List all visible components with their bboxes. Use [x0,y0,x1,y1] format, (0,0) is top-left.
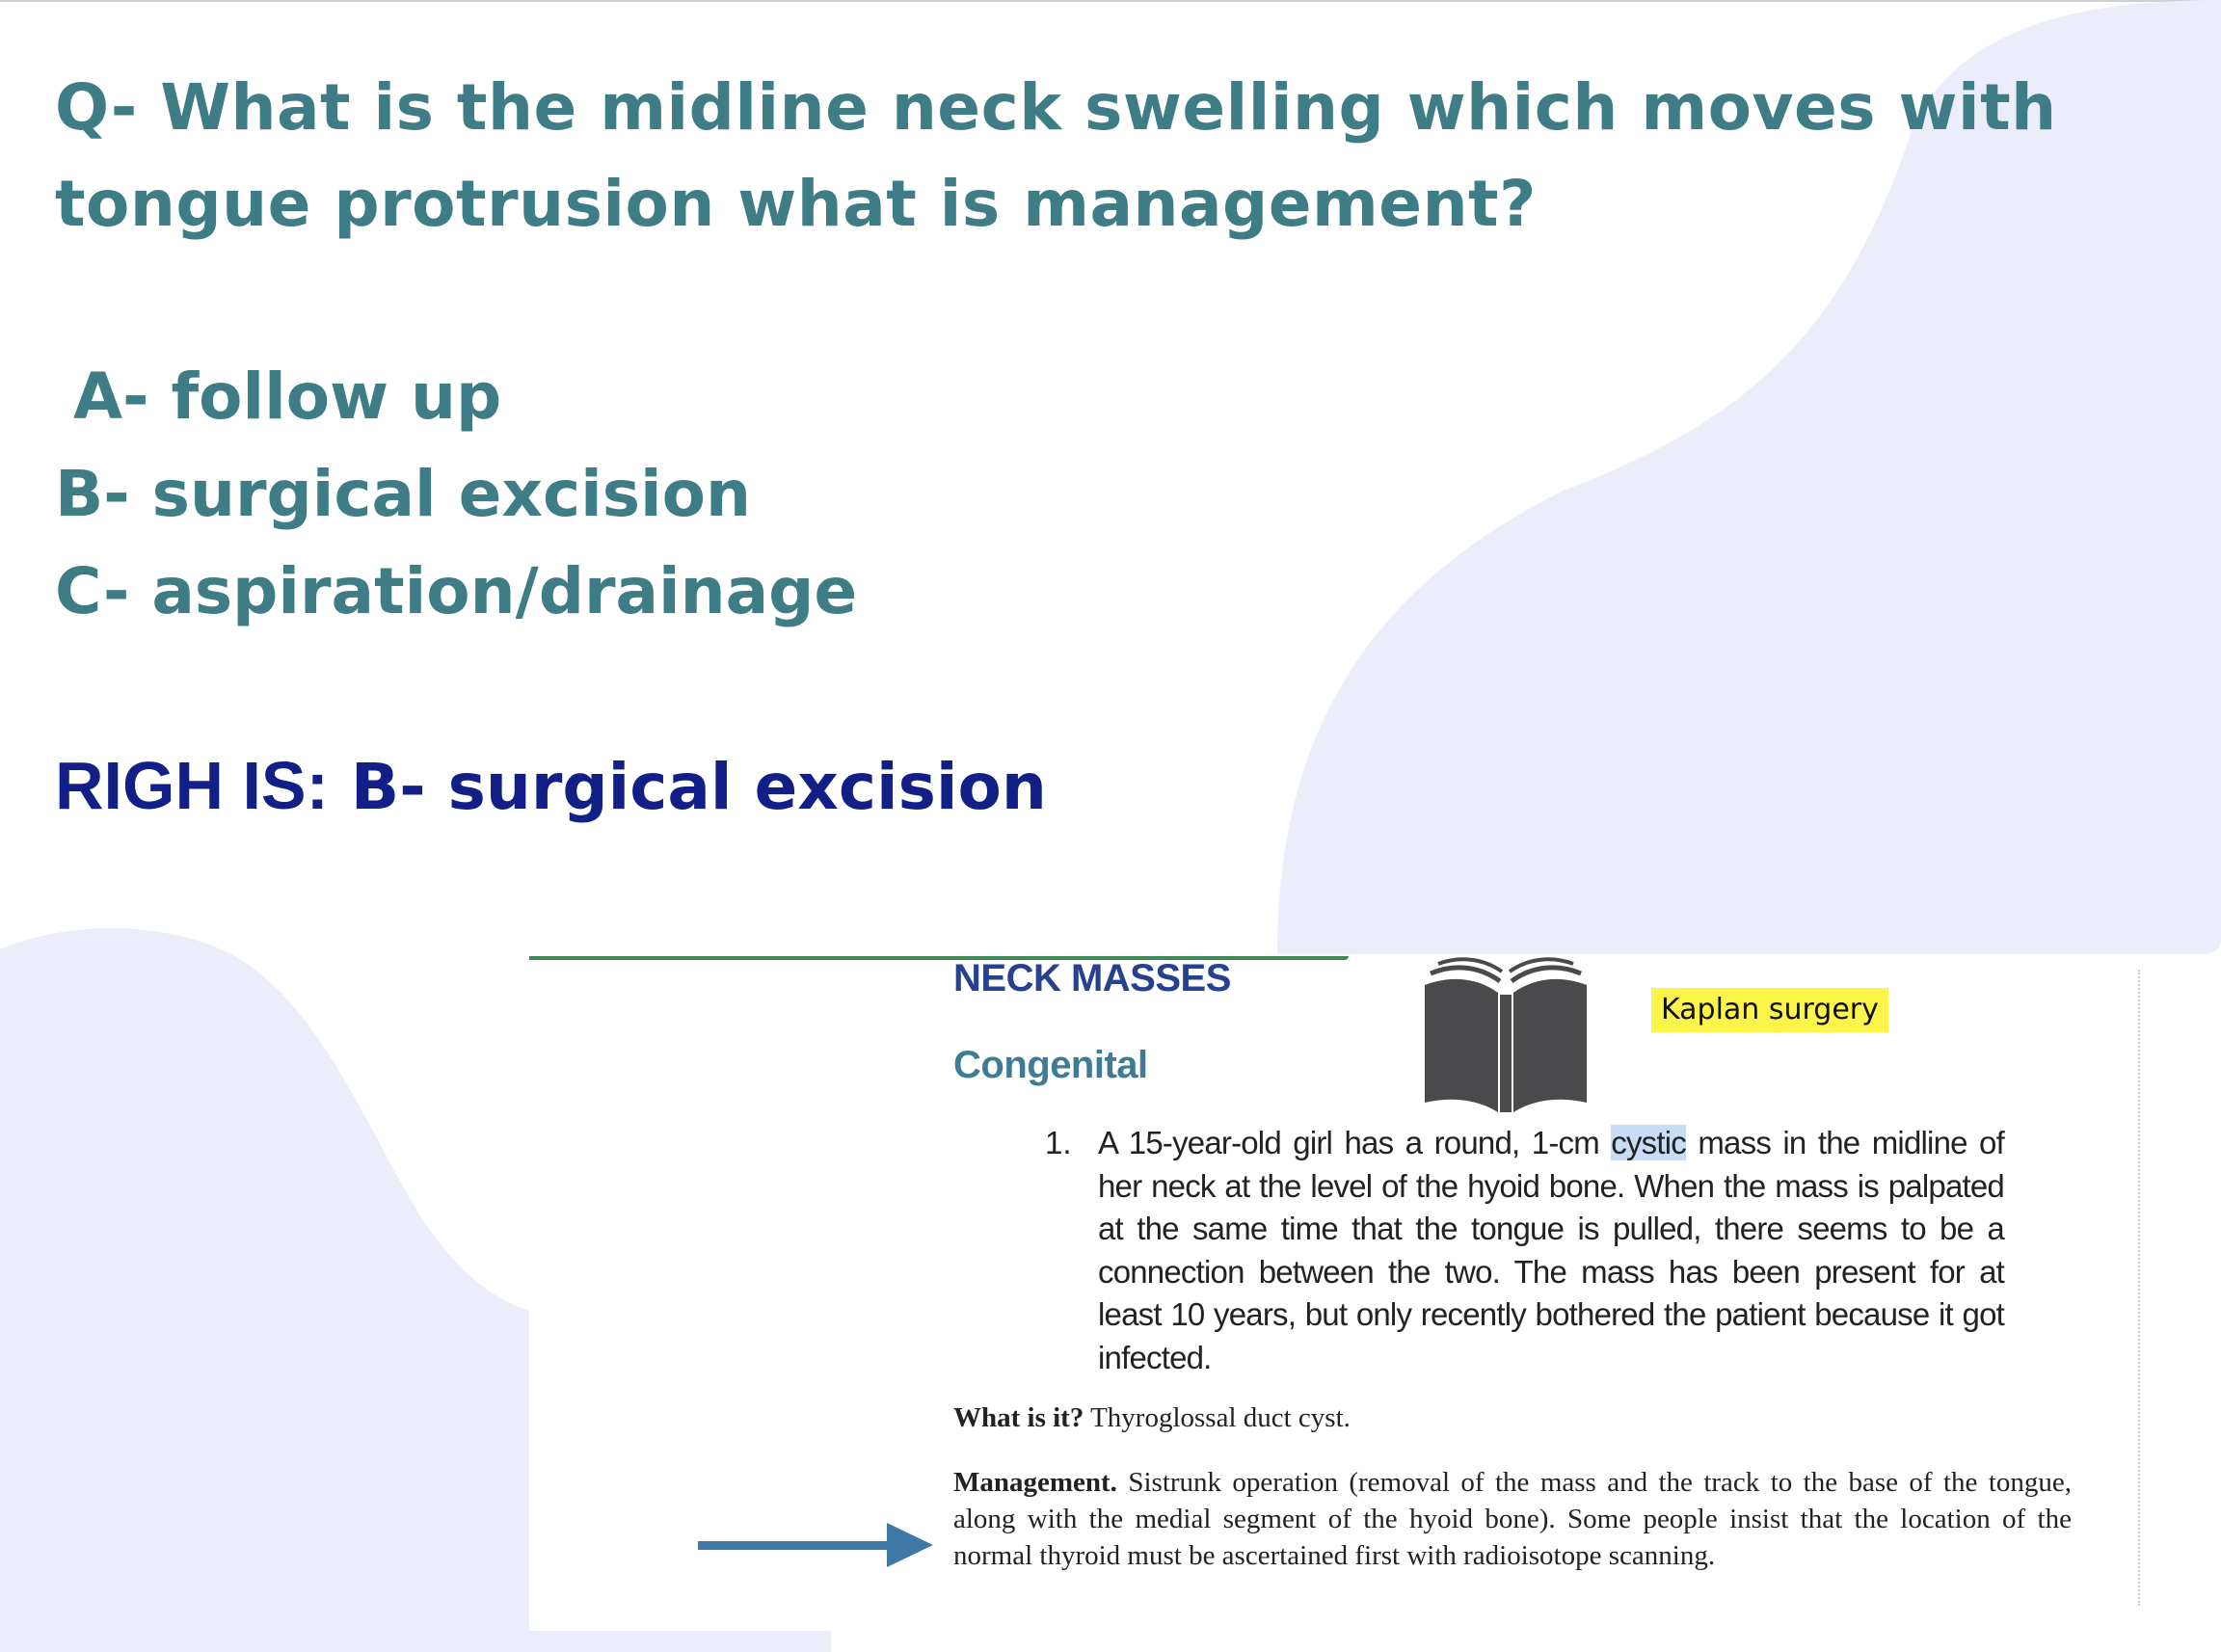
excerpt-top-rule [529,956,1349,960]
answer-text: B- surgical excision [350,750,1047,824]
arrow-right-icon [698,1523,933,1567]
case-text-after: mass in the midline of her neck at the l… [1098,1125,2005,1375]
option-a: A- follow up [73,360,502,434]
what-text: Thyroglossal duct cyst. [1084,1402,1351,1433]
top-right-blob [1277,0,2221,954]
subsection-title: Congenital [953,1044,1148,1086]
top-border [0,0,2221,2]
page-edge-dotted [2138,970,2140,1606]
what-label: What is it? [953,1402,1084,1433]
question-text: Q- What is the midline neck swelling whi… [55,70,2057,241]
case-text: A 15-year-old girl has a round, 1-cm cys… [1098,1122,2005,1379]
book-excerpt: NECK MASSES Congenital Kaplan surgery 1.… [529,956,2146,1631]
source-tag: Kaplan surgery [1651,988,1888,1032]
management-label: Management. [953,1467,1117,1498]
management: Management. Sistrunk operation (removal … [953,1464,2072,1574]
option-b: B- surgical excision [55,457,751,531]
book-icon [1425,957,1587,1112]
correct-answer: RIGH IS: B- surgical excision [55,737,1047,836]
section-title: NECK MASSES [953,957,1231,999]
case-text-before: A 15-year-old girl has a round, 1-cm [1098,1125,1612,1160]
answer-prefix: RIGH IS: [55,748,329,823]
management-text: Sistrunk operation (removal of the mass … [953,1467,2072,1571]
case-text-highlight: cystic [1611,1125,1687,1160]
what-is-it: What is it? Thyroglossal duct cyst. [953,1399,2072,1436]
case-number: 1. [1045,1125,1072,1160]
option-c: C- aspiration/drainage [55,554,858,628]
bottom-left-blob [0,928,831,1652]
